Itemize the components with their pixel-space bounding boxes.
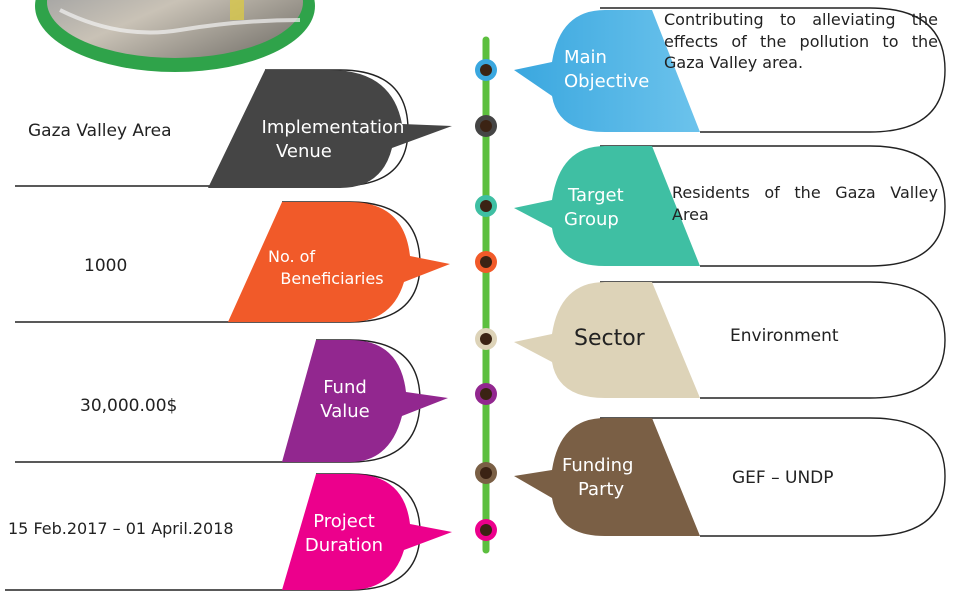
card-main-objective — [514, 7, 946, 133]
tab-sector — [514, 282, 700, 398]
tab-project-duration — [282, 474, 452, 590]
card-project-duration — [5, 473, 452, 591]
card-funding-party — [514, 417, 946, 537]
card-outline-sector — [600, 281, 946, 399]
main-objective-label-line2: Objective — [564, 71, 650, 93]
card-outline-main-objective — [600, 7, 946, 133]
card-outline-target-group — [600, 145, 946, 267]
beneficiaries-label: No. of Beneficiaries — [262, 246, 402, 289]
tab-implementation-venue — [208, 70, 452, 188]
card-fund-value — [15, 339, 448, 463]
card-beneficiaries — [15, 201, 450, 323]
tab-beneficiaries — [228, 202, 450, 322]
funding-party-label: Funding Party — [558, 454, 658, 503]
project-duration-label-line2: Duration — [304, 535, 384, 557]
card-outline-funding-party — [600, 417, 946, 537]
main-objective-label-line1: Main — [564, 47, 607, 68]
target-group-label-line1: Target — [568, 185, 624, 206]
card-implementation-venue — [15, 69, 452, 188]
target-group-label-line2: Group — [564, 209, 619, 231]
fund-value-value: 30,000.00$ — [80, 396, 178, 416]
header-photo — [35, 0, 315, 72]
fund-value-label: Fund Value — [305, 376, 385, 425]
project-duration-label-line1: Project — [313, 511, 375, 532]
beneficiaries-label-line1: No. of — [268, 247, 316, 266]
beneficiaries-label-line2: Beneficiaries — [280, 268, 384, 288]
main-objective-value: Contributing to alleviating the effects … — [664, 10, 938, 73]
fund-value-label-line2: Value — [320, 401, 370, 423]
sector-label: Sector — [574, 326, 645, 351]
implementation-venue-label-line2: Venue — [276, 141, 332, 163]
target-group-value: Residents of the Gaza Valley Area — [672, 183, 938, 224]
implementation-venue-value: Gaza Valley Area — [28, 121, 172, 141]
funding-party-label-line2: Party — [578, 479, 625, 501]
timeline-dots — [475, 59, 497, 541]
implementation-venue-label-line1: Implementation — [261, 117, 405, 138]
project-duration-value: 15 Feb.2017 – 01 April.2018 — [8, 519, 234, 538]
sector-value: Environment — [730, 326, 839, 346]
funding-party-label-line1: Funding — [562, 455, 634, 476]
tab-main-objective — [514, 10, 700, 132]
funding-party-value: GEF – UNDP — [732, 468, 834, 488]
tab-fund-value — [282, 340, 448, 462]
card-target-group — [514, 145, 946, 267]
target-group-label: Target Group — [564, 184, 644, 233]
project-photo-icon — [59, 8, 301, 35]
project-duration-label: Project Duration — [292, 510, 396, 559]
card-sector — [514, 281, 946, 399]
tab-funding-party — [514, 418, 700, 536]
main-objective-label: Main Objective — [560, 46, 672, 95]
beneficiaries-value: 1000 — [84, 256, 128, 276]
implementation-venue-label: Implementation Venue — [238, 116, 428, 165]
fund-value-label-line1: Fund — [323, 377, 367, 398]
tab-target-group — [514, 146, 700, 266]
